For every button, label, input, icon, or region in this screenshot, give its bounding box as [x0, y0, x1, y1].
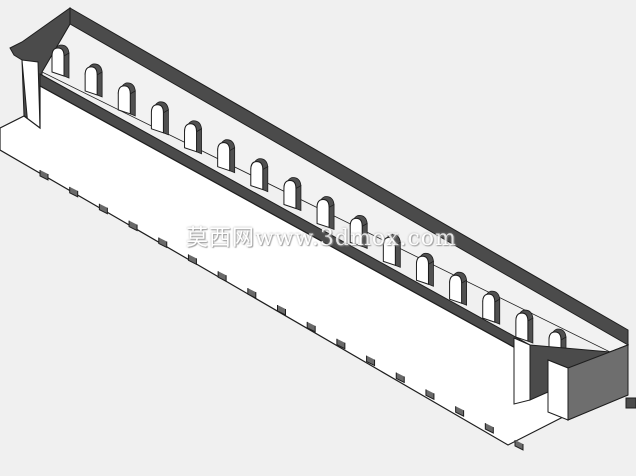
- bottom-notch: [484, 423, 494, 434]
- pin: [217, 139, 236, 174]
- pin: [184, 120, 202, 155]
- pin-face: [482, 293, 496, 323]
- pin: [515, 309, 534, 344]
- bottom-notch: [366, 355, 376, 367]
- pin: [482, 290, 501, 325]
- pin-face: [283, 180, 297, 210]
- bottom-notch: [395, 372, 405, 384]
- bottom-notch: [247, 288, 257, 299]
- housing-right-latch: [513, 337, 531, 405]
- pin-face: [382, 236, 396, 267]
- pin: [382, 233, 401, 268]
- pin: [316, 196, 335, 231]
- pin-face: [117, 85, 131, 115]
- housing-right-side: [567, 344, 629, 421]
- pin-face: [349, 217, 363, 248]
- bottom-notch: [455, 406, 465, 418]
- bottom-notch: [217, 271, 227, 283]
- pin-face: [217, 142, 231, 172]
- bottom-notch: [128, 220, 138, 232]
- bottom-notch: [187, 254, 197, 266]
- pin: [449, 271, 468, 306]
- bottom-notch: [39, 170, 49, 181]
- housing-right-slot: [547, 359, 569, 421]
- pin-face: [150, 104, 164, 134]
- bottom-notch: [336, 338, 346, 350]
- pin: [117, 82, 136, 117]
- bottom-notch: [425, 389, 435, 401]
- bottom-notch: [306, 321, 316, 333]
- watermark: 莫西网www.3dmox.com: [186, 226, 457, 251]
- bottom-notch: [277, 305, 286, 316]
- pin-face: [316, 198, 330, 229]
- pin-face: [51, 47, 65, 77]
- bottom-notch-row: [39, 170, 524, 451]
- pin: [150, 101, 169, 136]
- bottom-notch: [98, 203, 108, 215]
- pin-face: [449, 274, 463, 304]
- pin: [84, 63, 103, 98]
- bottom-notch: [158, 237, 168, 249]
- pin: [250, 158, 269, 193]
- bottom-notch: [69, 186, 79, 198]
- pin-face: [84, 66, 98, 96]
- pin-face: [250, 161, 264, 191]
- pin-face: [415, 255, 429, 285]
- pin-face: [515, 312, 529, 342]
- pin-face: [184, 123, 198, 153]
- pin: [349, 214, 368, 249]
- pin: [415, 252, 434, 287]
- pin: [283, 177, 302, 212]
- bottom-notch: [514, 440, 524, 451]
- pin: [51, 44, 70, 79]
- mount-tab: [625, 397, 636, 409]
